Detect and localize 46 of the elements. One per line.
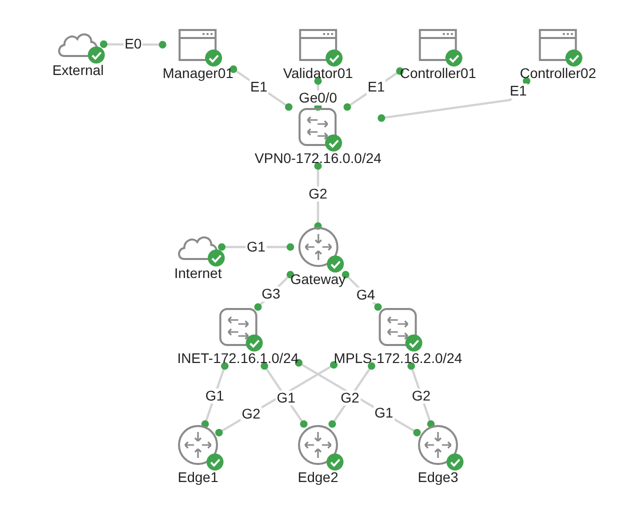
- interface-label: G2: [308, 186, 328, 202]
- network-node: [162, 28, 234, 81]
- device-label: VPN0-172.16.0.0/24: [254, 150, 382, 166]
- link-line: [314, 162, 322, 230]
- device-label: Edge2: [298, 469, 338, 485]
- interface-label: G4: [355, 287, 376, 302]
- link-line: [378, 77, 530, 122]
- link-line: [344, 67, 404, 111]
- interface-label: G2: [410, 388, 432, 404]
- network-node: [334, 307, 462, 366]
- interface-label: G1: [246, 240, 266, 254]
- device-label: Validator01: [283, 65, 353, 81]
- link-line: [294, 359, 421, 436]
- network-node: [177, 307, 299, 366]
- interface-label: G1: [204, 388, 226, 404]
- device-label: Controller02: [520, 65, 596, 81]
- interface-label: G2: [240, 406, 262, 422]
- link-line: [342, 270, 382, 311]
- interface-label: E1: [249, 79, 268, 94]
- link-line: [328, 362, 376, 428]
- link-line: [215, 361, 338, 436]
- link-line: [201, 362, 229, 428]
- device-label: Gateway: [290, 271, 346, 287]
- interface-label: G1: [276, 390, 296, 406]
- device-label: External: [52, 62, 104, 78]
- network-node: [290, 226, 346, 287]
- link-line: [260, 362, 308, 428]
- device-label: MPLS-172.16.2.0/24: [334, 350, 462, 366]
- device-label: Edge1: [178, 469, 218, 485]
- interface-label: Ge0/0: [298, 90, 338, 106]
- network-node: [283, 28, 353, 81]
- interface-label: E0: [124, 36, 143, 52]
- interface-label: E1: [366, 80, 386, 95]
- network-node: [400, 28, 476, 81]
- interface-label: E1: [508, 83, 528, 98]
- interface-label: G3: [260, 286, 282, 302]
- network-node: [520, 28, 596, 81]
- network-node: [254, 107, 382, 166]
- device-label: INET-172.16.1.0/24: [177, 350, 299, 366]
- device-label: Internet: [174, 265, 222, 281]
- device-label: Controller01: [400, 65, 476, 81]
- device-label: Manager01: [162, 65, 234, 81]
- interface-label: G1: [374, 406, 394, 421]
- interface-label: G2: [340, 390, 360, 406]
- link-line: [407, 362, 435, 428]
- device-label: Edge3: [418, 469, 458, 485]
